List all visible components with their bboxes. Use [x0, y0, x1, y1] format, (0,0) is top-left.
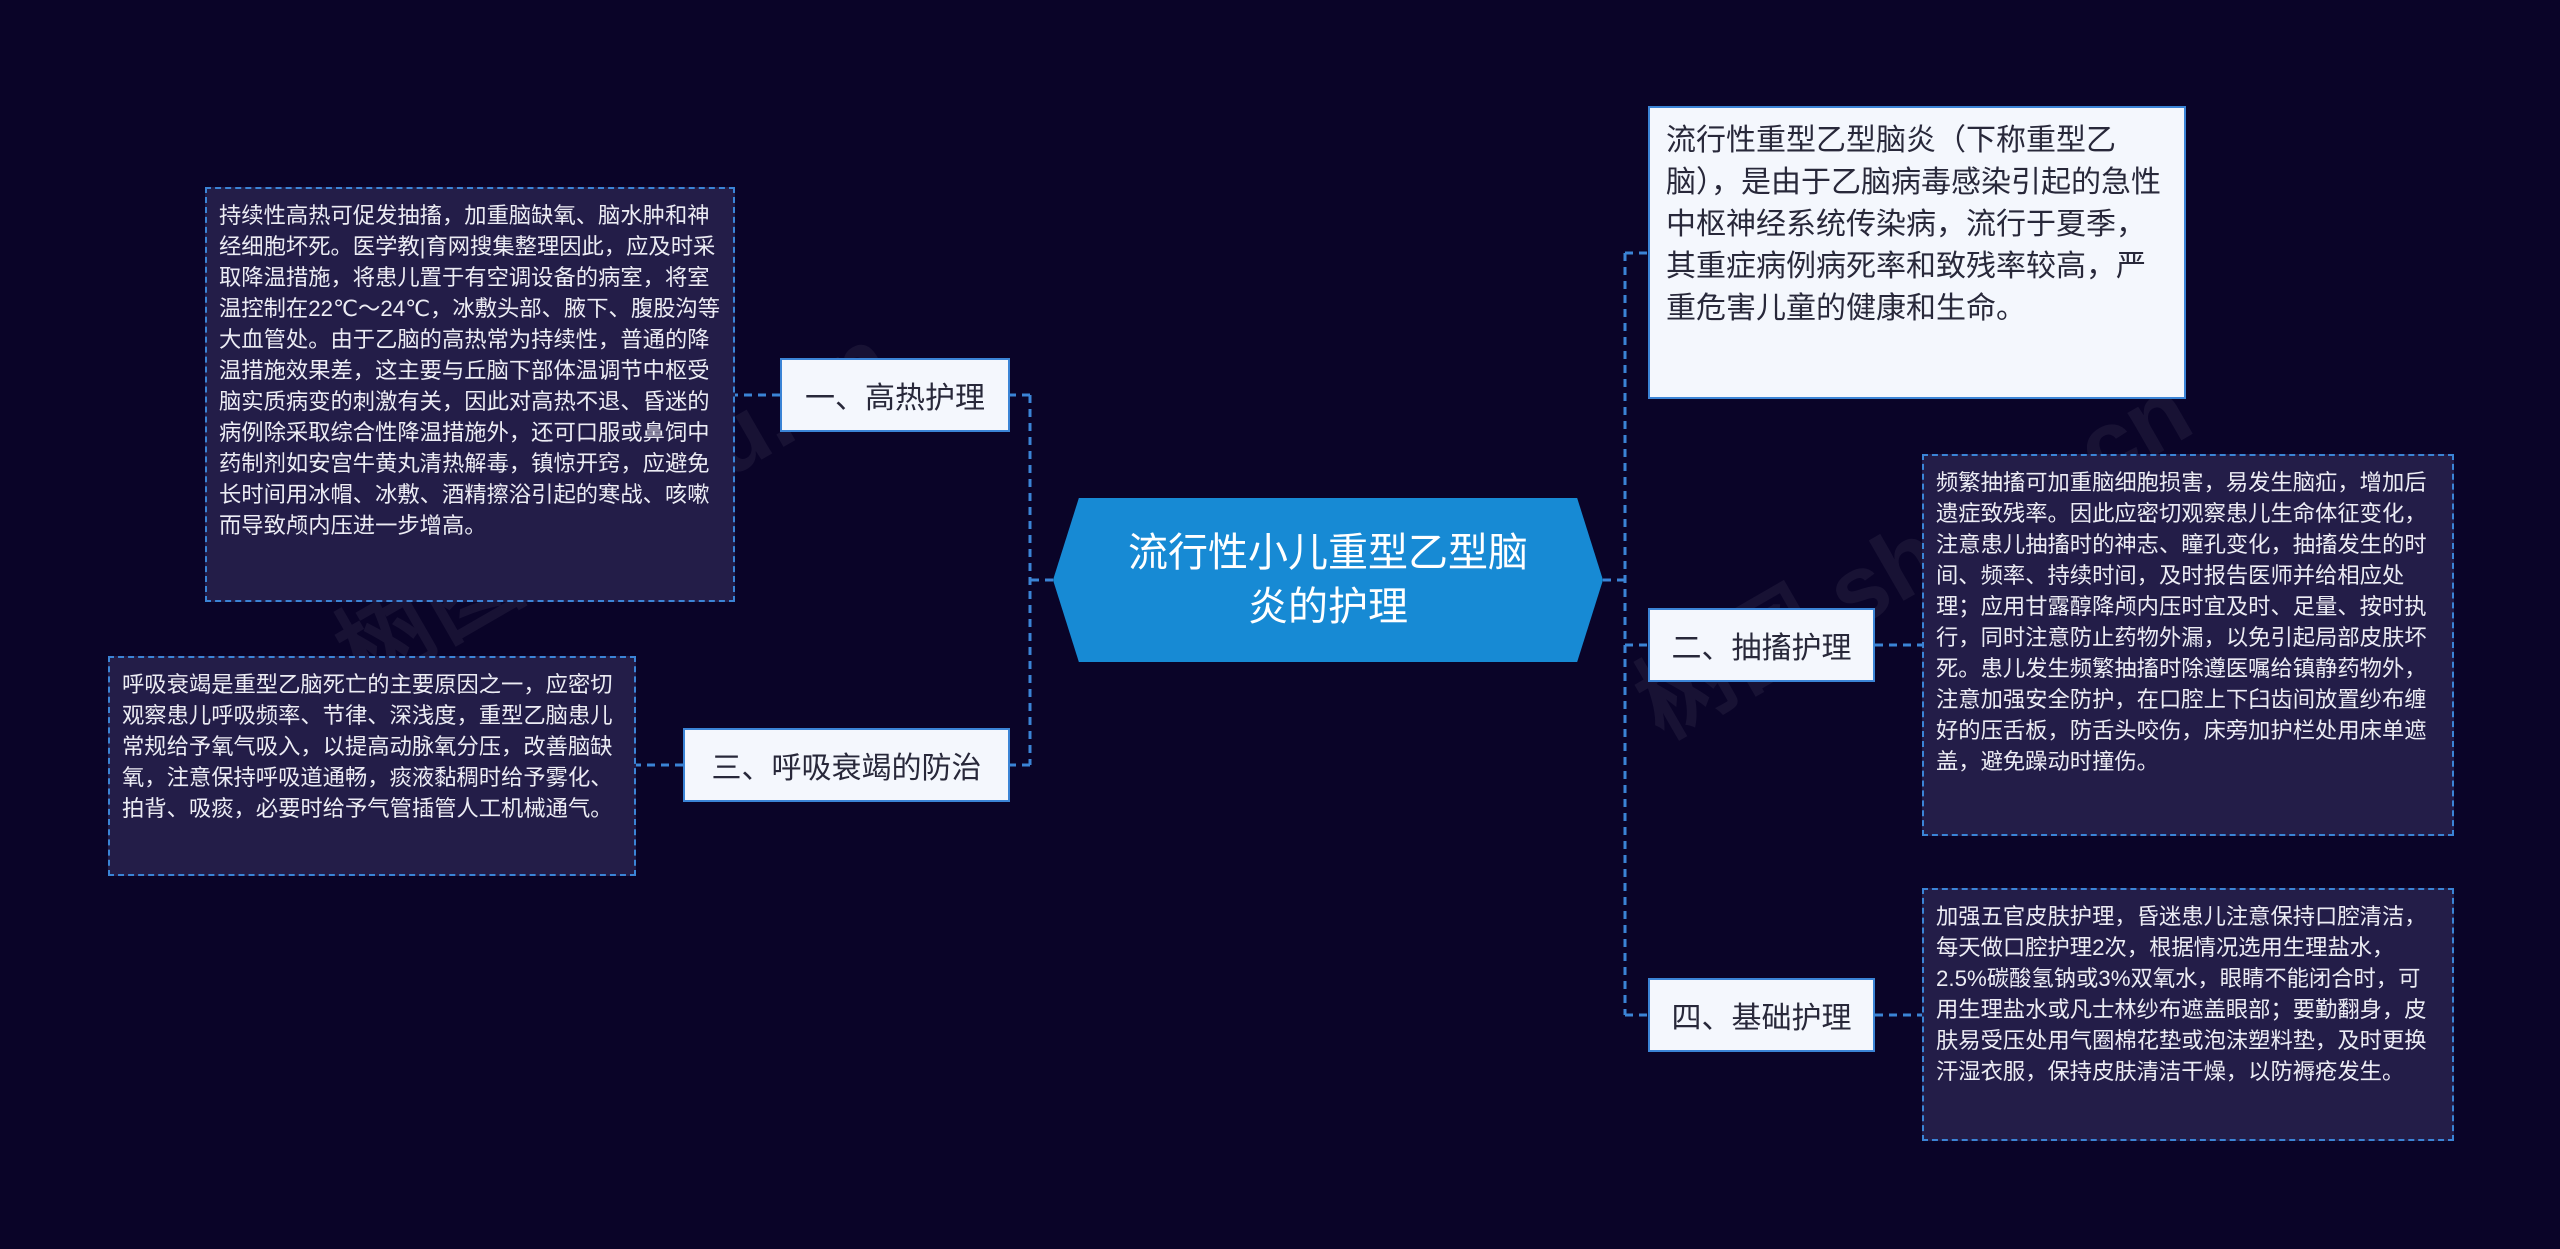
detail-basic-care[interactable]: 加强五官皮肤护理，昏迷患儿注意保持口腔清洁，每天做口腔护理2次，根据情况选用生理…	[1922, 888, 2454, 1141]
detail-text: 加强五官皮肤护理，昏迷患儿注意保持口腔清洁，每天做口腔护理2次，根据情况选用生理…	[1936, 904, 2427, 1084]
branch-basic-care[interactable]: 四、基础护理	[1648, 978, 1875, 1052]
detail-convulsion-care[interactable]: 频繁抽搐可加重脑细胞损害，易发生脑疝，增加后遗症致残率。因此应密切观察患儿生命体…	[1922, 454, 2454, 836]
branch-label: 二、抽搐护理	[1671, 632, 1852, 665]
central-topic-label: 流行性小儿重型乙型脑炎的护理	[1128, 531, 1528, 629]
branch-label: 三、呼吸衰竭的防治	[711, 752, 982, 785]
detail-text: 持续性高热可促发抽搐，加重脑缺氧、脑水肿和神经细胞坏死。医学教|育网搜集整理因此…	[219, 203, 721, 538]
detail-respiratory-failure[interactable]: 呼吸衰竭是重型乙脑死亡的主要原因之一，应密切观察患儿呼吸频率、节律、深浅度，重型…	[108, 656, 636, 876]
detail-text: 呼吸衰竭是重型乙脑死亡的主要原因之一，应密切观察患儿呼吸频率、节律、深浅度，重型…	[122, 672, 613, 821]
intro-text: 流行性重型乙型脑炎（下称重型乙脑），是由于乙脑病毒感染引起的急性中枢神经系统传染…	[1666, 124, 2161, 325]
branch-label: 一、高热护理	[805, 382, 985, 415]
detail-high-fever-care[interactable]: 持续性高热可促发抽搐，加重脑缺氧、脑水肿和神经细胞坏死。医学教|育网搜集整理因此…	[205, 187, 735, 602]
branch-convulsion-care[interactable]: 二、抽搐护理	[1648, 608, 1875, 682]
detail-text: 频繁抽搐可加重脑细胞损害，易发生脑疝，增加后遗症致残率。因此应密切观察患儿生命体…	[1936, 470, 2427, 774]
branch-label: 四、基础护理	[1671, 1002, 1852, 1035]
central-topic[interactable]: 流行性小儿重型乙型脑炎的护理	[1053, 498, 1603, 662]
intro-node[interactable]: 流行性重型乙型脑炎（下称重型乙脑），是由于乙脑病毒感染引起的急性中枢神经系统传染…	[1648, 106, 2186, 399]
branch-high-fever-care[interactable]: 一、高热护理	[780, 358, 1010, 432]
branch-respiratory-failure[interactable]: 三、呼吸衰竭的防治	[683, 728, 1010, 802]
